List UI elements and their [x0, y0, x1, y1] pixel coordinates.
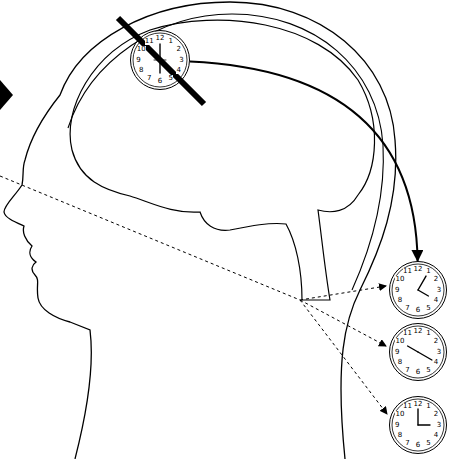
- clock-faces: [131, 31, 446, 453]
- clock-numeral: 6: [158, 78, 162, 85]
- clock-numeral: 2: [176, 46, 180, 53]
- clock-numeral: 9: [395, 349, 399, 356]
- clock-numeral: 11: [403, 330, 412, 337]
- clock-numeral: 11: [145, 38, 154, 45]
- clock-numeral: 1: [426, 403, 430, 410]
- clock-numeral: 5: [426, 440, 430, 447]
- clock-numeral: 5: [426, 367, 430, 374]
- clock-numeral: 1: [169, 38, 173, 45]
- clock-numeral: 8: [398, 432, 402, 439]
- clock-numeral: 6: [416, 369, 420, 376]
- clock-numeral: 10: [395, 338, 404, 345]
- clock-numeral: 2: [434, 411, 438, 418]
- skull-outline: [68, 14, 383, 290]
- clock-numeral: 4: [434, 297, 438, 304]
- clock-numeral: 6: [416, 442, 420, 449]
- clock-numeral: 12: [414, 328, 423, 335]
- clock-numeral: 7: [147, 75, 151, 82]
- clock-numeral: 10: [395, 411, 404, 418]
- clock-numeral: 3: [437, 287, 441, 294]
- clock-numeral: 12: [156, 35, 165, 42]
- head-outline: [4, 2, 396, 459]
- clock-numeral: 12: [414, 401, 423, 408]
- clock-numeral: 3: [437, 422, 441, 429]
- clock-numeral: 2: [434, 276, 438, 283]
- clock-numeral: 11: [403, 403, 412, 410]
- clock-numeral: 3: [179, 57, 183, 64]
- clock-numeral: 2: [434, 338, 438, 345]
- clock-numeral: 3: [437, 349, 441, 356]
- clock-numeral: 12: [414, 266, 423, 273]
- clock-hands: [154, 44, 432, 425]
- clock-numeral: 1: [426, 330, 430, 337]
- clock-numeral: 6: [416, 307, 420, 314]
- clock-face: 121234567891011: [389, 261, 447, 319]
- clock-face: 12 12 3 45678 9 1011: [130, 30, 190, 90]
- clock-numeral: 7: [405, 440, 409, 447]
- clock-numeral: 9: [395, 422, 399, 429]
- clock-numeral: 5: [426, 305, 430, 312]
- clock-numeral: 7: [405, 367, 409, 374]
- clock-face: 121234567891011: [389, 323, 447, 381]
- clock-numeral: 8: [139, 67, 143, 74]
- clock-numeral: 8: [398, 297, 402, 304]
- clock-numeral: 9: [395, 287, 399, 294]
- clock-numeral: 5: [169, 75, 173, 82]
- clock-numeral: 8: [398, 359, 402, 366]
- clock-numeral: 7: [405, 305, 409, 312]
- clock-numeral: 4: [434, 432, 438, 439]
- clock-numeral: 1: [426, 268, 430, 275]
- curved-arrow: [190, 61, 418, 261]
- clock-face: 121234567891011: [389, 396, 447, 454]
- entry-arrowhead: [0, 80, 13, 110]
- clock-numeral: 10: [137, 46, 146, 53]
- clock-numeral: 4: [176, 67, 180, 74]
- clock-numeral: 4: [434, 359, 438, 366]
- clock-numeral: 9: [136, 57, 140, 64]
- dashed-arrows: [0, 176, 387, 414]
- brain-outline: [70, 20, 374, 300]
- clock-numeral: 10: [395, 276, 404, 283]
- clock-numeral: 11: [403, 268, 412, 275]
